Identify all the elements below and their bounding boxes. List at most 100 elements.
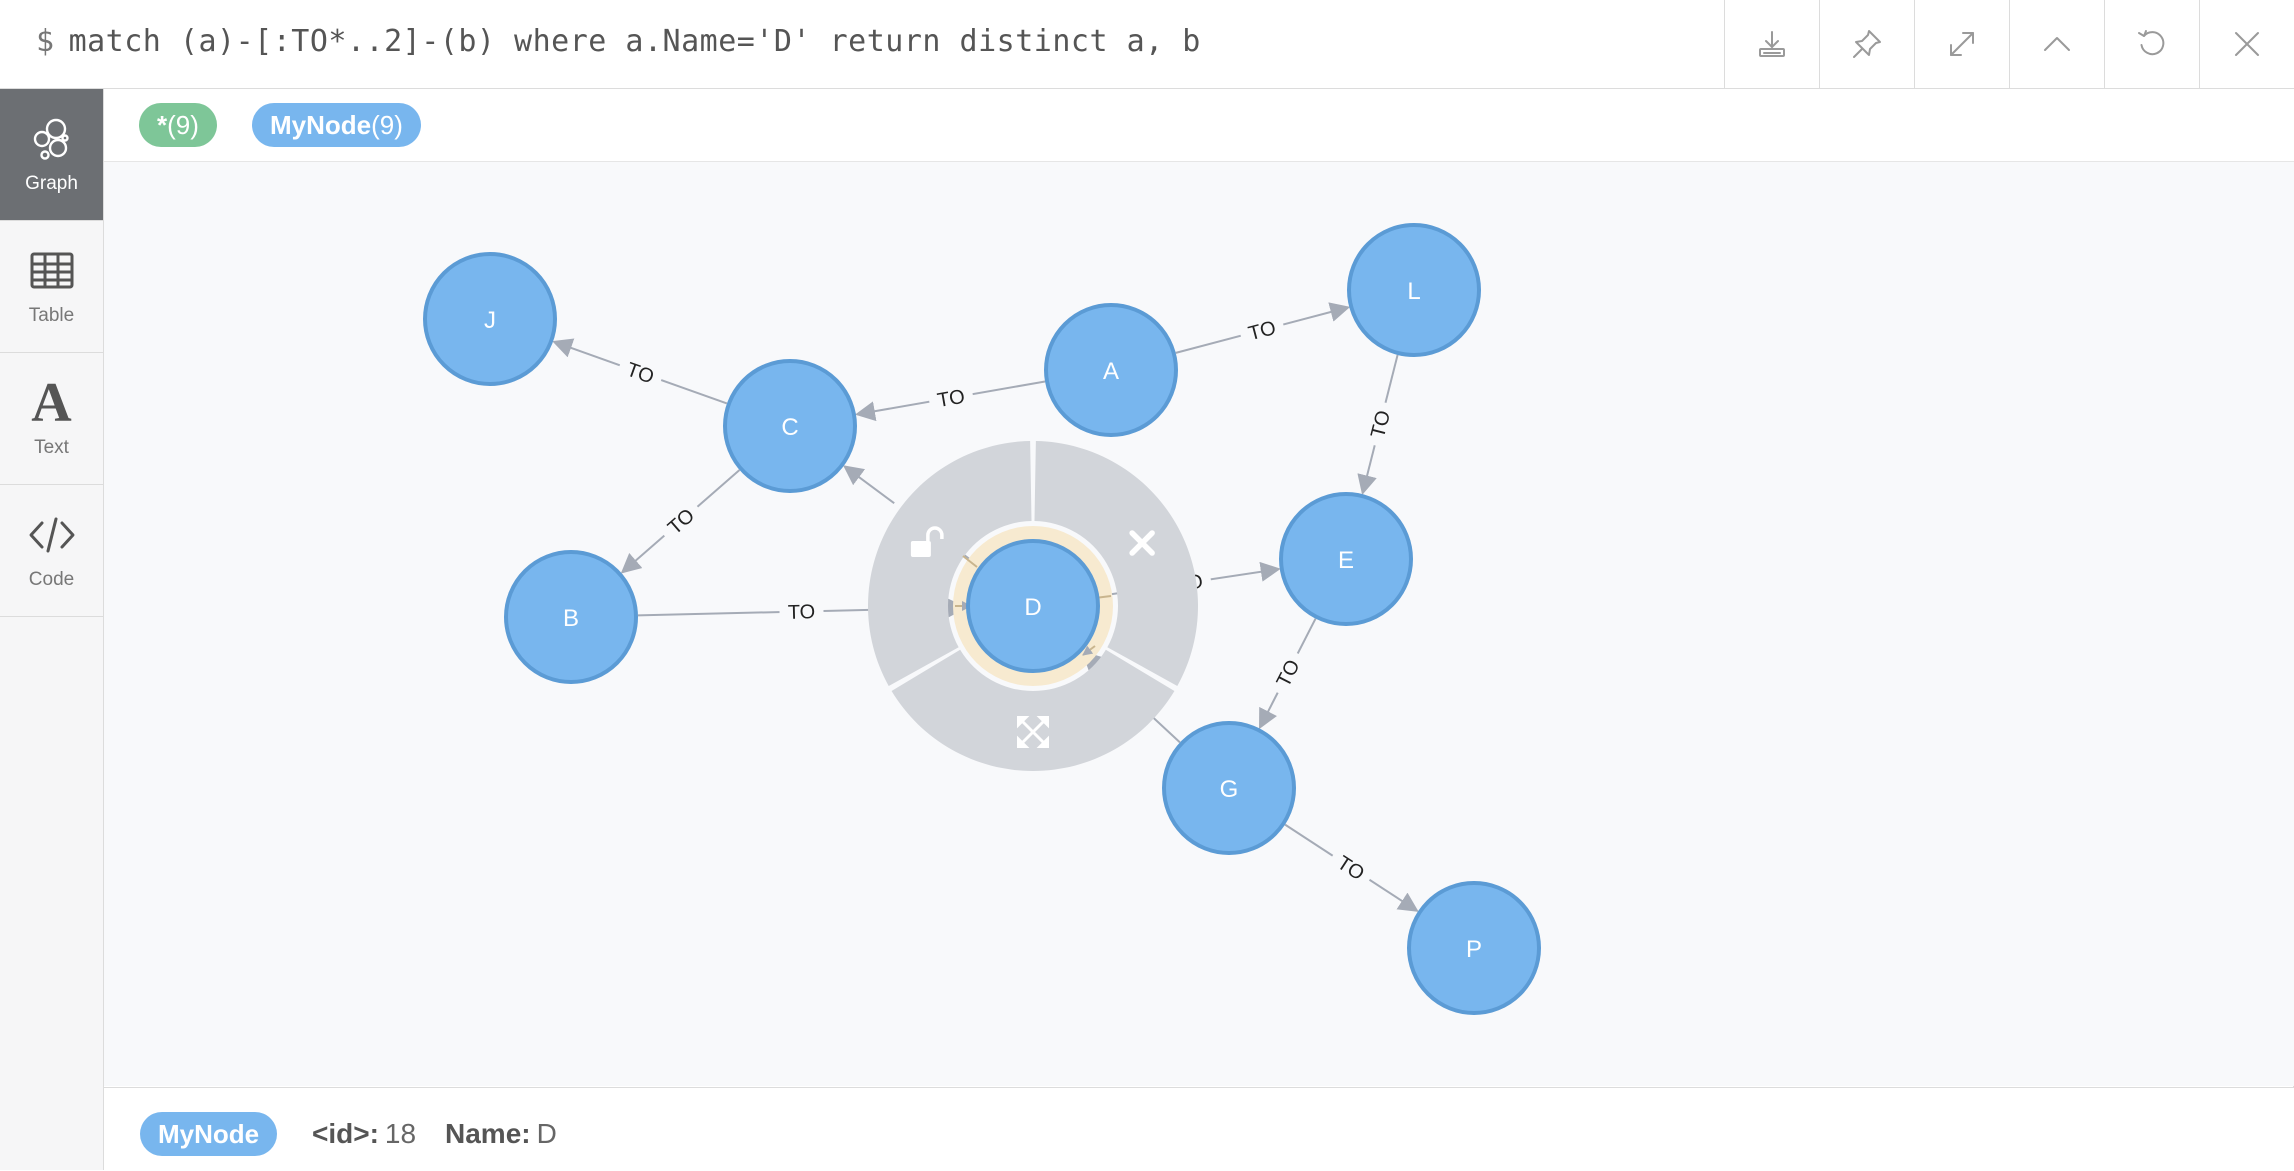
node-menu-remove[interactable] bbox=[1034, 441, 1198, 686]
node-menu-expand[interactable] bbox=[891, 649, 1175, 771]
label-pill-name: * bbox=[157, 110, 168, 140]
relationship-A-C[interactable]: TO bbox=[855, 380, 1046, 422]
selection-status: MyNode <id>:18 Name:D bbox=[104, 1087, 2294, 1171]
sidebar-item-graph[interactable]: Graph bbox=[0, 89, 103, 221]
node-circle[interactable] bbox=[1279, 492, 1413, 626]
sidebar-item-label: Table bbox=[28, 304, 75, 326]
query-editor[interactable]: $ match (a)-[:TO*..2]-(b) where a.Name='D… bbox=[36, 24, 1201, 59]
node-caption: J bbox=[484, 307, 496, 334]
property-key: <id>: bbox=[312, 1118, 379, 1149]
node-L[interactable]: L bbox=[1347, 223, 1481, 357]
sidebar-item-code[interactable]: Code bbox=[0, 485, 103, 617]
relationship-type-label: TO bbox=[788, 601, 816, 624]
node-A[interactable]: A bbox=[1044, 303, 1178, 437]
relationship-label-bg bbox=[779, 596, 824, 627]
node-circle[interactable] bbox=[1347, 223, 1481, 357]
node-menu-unlock[interactable] bbox=[867, 441, 1032, 686]
relationship-label-bg bbox=[1325, 843, 1378, 892]
node-caption: D bbox=[1024, 594, 1041, 621]
rerun-icon bbox=[2138, 30, 2165, 56]
node-E[interactable]: E bbox=[1279, 492, 1413, 626]
label-pill-count: (9) bbox=[167, 110, 199, 140]
node-circle[interactable] bbox=[1044, 303, 1178, 437]
relationship-label-bg bbox=[1265, 647, 1311, 700]
query-bar: $ match (a)-[:TO*..2]-(b) where a.Name='D… bbox=[0, 0, 2294, 89]
relationship-C-J[interactable]: TO bbox=[552, 338, 728, 405]
node-caption: E bbox=[1338, 547, 1354, 574]
node-P[interactable]: P bbox=[1407, 881, 1541, 1015]
frame-toolbar bbox=[1724, 0, 2294, 88]
label-pill-name: MyNode bbox=[270, 110, 372, 140]
graph-icon bbox=[33, 118, 69, 160]
relationship-label-bg bbox=[655, 496, 707, 547]
node-circle[interactable] bbox=[966, 539, 1100, 673]
rerun-button[interactable] bbox=[2104, 0, 2199, 88]
view-sidebar: Graph Table A Text Code bbox=[0, 89, 104, 1170]
node-D[interactable]: D bbox=[966, 539, 1100, 673]
node-menu-segment[interactable] bbox=[1034, 441, 1198, 686]
query-prompt: $ bbox=[36, 24, 55, 59]
node-caption: G bbox=[1220, 776, 1239, 803]
node-circle[interactable] bbox=[423, 252, 557, 386]
node-caption: C bbox=[781, 414, 798, 441]
relationship-L-E[interactable]: TO bbox=[1357, 354, 1400, 496]
pin-icon bbox=[1853, 30, 1881, 58]
node-C[interactable]: C bbox=[723, 359, 857, 493]
expand-node-icon bbox=[1016, 715, 1050, 749]
property-value: 18 bbox=[384, 1118, 417, 1149]
table-icon bbox=[30, 252, 73, 288]
node-menu-segment[interactable] bbox=[867, 441, 1032, 686]
node-circle[interactable] bbox=[1407, 881, 1541, 1015]
node-J[interactable]: J bbox=[423, 252, 557, 386]
node-circle[interactable] bbox=[723, 359, 857, 493]
close-icon bbox=[2235, 32, 2259, 56]
property-id: <id>:18 bbox=[312, 1118, 416, 1150]
sidebar-item-text[interactable]: A Text bbox=[0, 353, 103, 485]
relationship-B-D[interactable]: TO bbox=[637, 596, 968, 627]
relationship-label-bg bbox=[926, 380, 976, 416]
collapse-button[interactable] bbox=[2009, 0, 2104, 88]
node-caption: A bbox=[1103, 358, 1119, 385]
query-text: match (a)-[:TO*..2]-(b) where a.Name='D'… bbox=[68, 24, 1201, 59]
label-pill-mynode[interactable]: MyNode(9) bbox=[252, 103, 421, 147]
node-caption: L bbox=[1407, 278, 1420, 305]
node-circle[interactable] bbox=[1162, 721, 1296, 855]
label-pill-all[interactable]: *(9) bbox=[139, 103, 217, 147]
relationship-label-bg bbox=[1361, 399, 1400, 449]
download-icon bbox=[1759, 31, 1785, 57]
property-key: Name: bbox=[445, 1118, 531, 1149]
relationship-label-bg bbox=[615, 352, 666, 394]
close-frame-button[interactable] bbox=[2199, 0, 2294, 88]
relationship-G-P[interactable]: TO bbox=[1284, 823, 1419, 912]
node-G[interactable]: G bbox=[1162, 721, 1296, 855]
property-value: D bbox=[536, 1118, 557, 1149]
node-B[interactable]: B bbox=[504, 550, 638, 684]
sidebar-item-table[interactable]: Table bbox=[0, 221, 103, 353]
relationship-C-B[interactable]: TO bbox=[620, 469, 741, 574]
node-caption: B bbox=[563, 605, 579, 632]
fullscreen-button[interactable] bbox=[1914, 0, 2009, 88]
node-circle[interactable] bbox=[504, 550, 638, 684]
relationship-label-bg bbox=[1237, 310, 1287, 350]
sidebar-item-label: Graph bbox=[25, 172, 78, 194]
expand-icon bbox=[1950, 32, 1974, 56]
pin-button[interactable] bbox=[1819, 0, 1914, 88]
code-icon bbox=[29, 517, 74, 552]
label-pill-count: (9) bbox=[371, 110, 403, 140]
property-name: Name:D bbox=[445, 1118, 557, 1150]
sidebar-item-label: Code bbox=[28, 568, 75, 590]
status-label-pill[interactable]: MyNode bbox=[140, 1112, 278, 1156]
collapse-up-icon bbox=[2044, 37, 2070, 51]
text-icon: A bbox=[31, 371, 72, 434]
remove-icon bbox=[1129, 530, 1155, 556]
sidebar-item-label: Text bbox=[34, 436, 69, 458]
unlock-icon bbox=[910, 526, 944, 557]
label-strip: *(9) MyNode(9) bbox=[104, 89, 2294, 162]
relationship-A-L[interactable]: TO bbox=[1175, 302, 1351, 354]
relationship-E-G[interactable]: TO bbox=[1259, 618, 1317, 730]
download-button[interactable] bbox=[1724, 0, 1819, 88]
node-caption: P bbox=[1466, 936, 1482, 963]
node-menu-segment[interactable] bbox=[891, 649, 1175, 771]
